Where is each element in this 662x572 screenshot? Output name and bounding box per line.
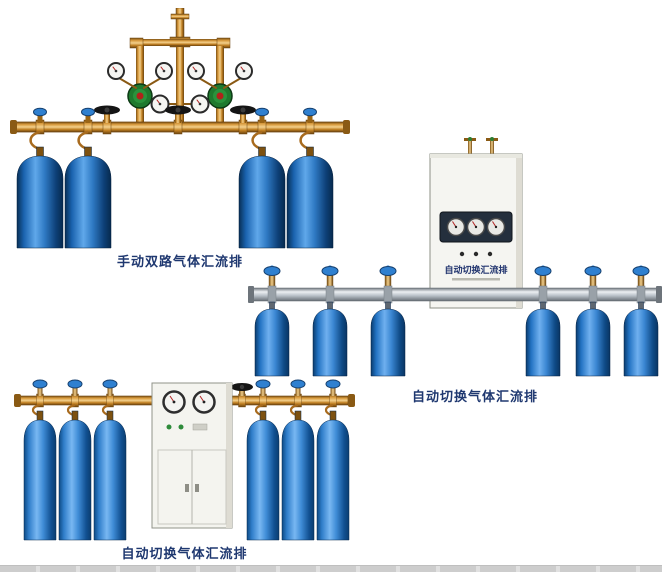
pigtail-hoses bbox=[29, 130, 311, 150]
pigtail-hoses bbox=[31, 403, 334, 417]
product-caption-auto-switch-floor: 自动切换气体汇流排 bbox=[121, 546, 248, 561]
door-handle bbox=[185, 484, 189, 492]
valve-blue-cap bbox=[263, 265, 281, 289]
valve-knob bbox=[490, 137, 494, 141]
cabinet-label: 自动切换汇流排 bbox=[444, 264, 507, 275]
valve-blue-cap bbox=[32, 379, 48, 396]
pressure-regulator-right bbox=[207, 83, 233, 124]
valve-blue-cap bbox=[33, 107, 47, 123]
product-photo-auto-switch-floor bbox=[14, 379, 355, 541]
valve-blue-cap bbox=[534, 265, 552, 289]
cabinet-gauge-panel bbox=[439, 211, 513, 243]
valve-blue-cap bbox=[321, 265, 339, 289]
page-bottom-border bbox=[0, 565, 662, 572]
valve-blue-cap bbox=[102, 379, 118, 396]
handwheel-valve bbox=[94, 105, 120, 123]
gas-cylinders bbox=[16, 146, 334, 249]
gas-cylinders bbox=[23, 410, 350, 541]
gauge bbox=[446, 217, 466, 237]
gas-cylinder bbox=[64, 146, 112, 249]
gauge bbox=[107, 62, 125, 80]
gauge bbox=[486, 217, 506, 237]
gauge bbox=[466, 217, 486, 237]
blue-cap-valves bbox=[33, 107, 317, 123]
control-cabinet: 自动切换汇流排 bbox=[429, 137, 523, 309]
valve-blue-cap bbox=[303, 107, 317, 123]
gauge bbox=[155, 62, 173, 80]
handwheel-valve bbox=[230, 105, 256, 123]
cabinet-subtitle-line bbox=[452, 278, 500, 281]
valve-blue-cap bbox=[67, 379, 83, 396]
valve-blue-cap bbox=[584, 265, 602, 289]
gas-cylinder bbox=[254, 301, 290, 377]
pressure-gauges bbox=[107, 62, 253, 114]
gas-cylinder bbox=[93, 410, 127, 541]
gauge bbox=[235, 62, 253, 80]
gas-cylinder bbox=[575, 301, 611, 377]
gas-cylinder bbox=[286, 146, 334, 249]
gas-cylinder bbox=[238, 146, 286, 249]
door-handle bbox=[195, 484, 199, 492]
gauge bbox=[187, 62, 205, 80]
switch-plate bbox=[192, 423, 208, 431]
gas-cylinder bbox=[370, 301, 406, 377]
blue-cap-valves bbox=[263, 265, 650, 289]
product-caption-auto-switch-wall: 自动切换气体汇流排 bbox=[411, 389, 538, 404]
indicator-light bbox=[178, 424, 184, 430]
gas-cylinder bbox=[623, 301, 659, 377]
valve-blue-cap bbox=[379, 265, 397, 289]
gas-cylinder bbox=[312, 301, 348, 377]
gas-cylinder bbox=[16, 146, 64, 249]
valve-blue-cap bbox=[255, 379, 271, 396]
valve-blue-cap bbox=[632, 265, 650, 289]
gauge bbox=[190, 94, 210, 114]
product-photo-auto-switch-wall: 自动切换汇流排 bbox=[248, 137, 662, 377]
gas-cylinder bbox=[23, 410, 57, 541]
handwheel-valve bbox=[231, 383, 253, 396]
gauge bbox=[162, 390, 186, 414]
product-photo-manual-dual-manifold bbox=[10, 8, 350, 249]
product-caption-manual-dual-manifold: 手动双路气体汇流排 bbox=[116, 254, 243, 269]
valve-knob bbox=[468, 137, 472, 141]
valve-blue-cap bbox=[325, 379, 341, 396]
top-inlet-piping bbox=[129, 8, 231, 124]
handwheel-valve bbox=[165, 105, 191, 123]
pressure-regulator-left bbox=[127, 83, 153, 124]
blue-cap-valves bbox=[32, 379, 341, 396]
cabinet-doors bbox=[157, 449, 227, 525]
gas-cylinder bbox=[281, 410, 315, 541]
indicator-dots bbox=[459, 251, 493, 257]
valve-blue-cap bbox=[290, 379, 306, 396]
valve-blue-cap bbox=[81, 107, 95, 123]
manifold-pipe bbox=[248, 285, 662, 304]
control-cabinet bbox=[151, 382, 233, 529]
gas-cylinders bbox=[254, 301, 659, 377]
gas-cylinder bbox=[246, 410, 280, 541]
gauge bbox=[192, 390, 216, 414]
gas-cylinder bbox=[58, 410, 92, 541]
valve-blue-cap bbox=[255, 107, 269, 123]
gauge bbox=[150, 94, 170, 114]
indicator-light bbox=[166, 424, 172, 430]
gas-cylinder bbox=[316, 410, 350, 541]
gas-cylinder bbox=[525, 301, 561, 377]
